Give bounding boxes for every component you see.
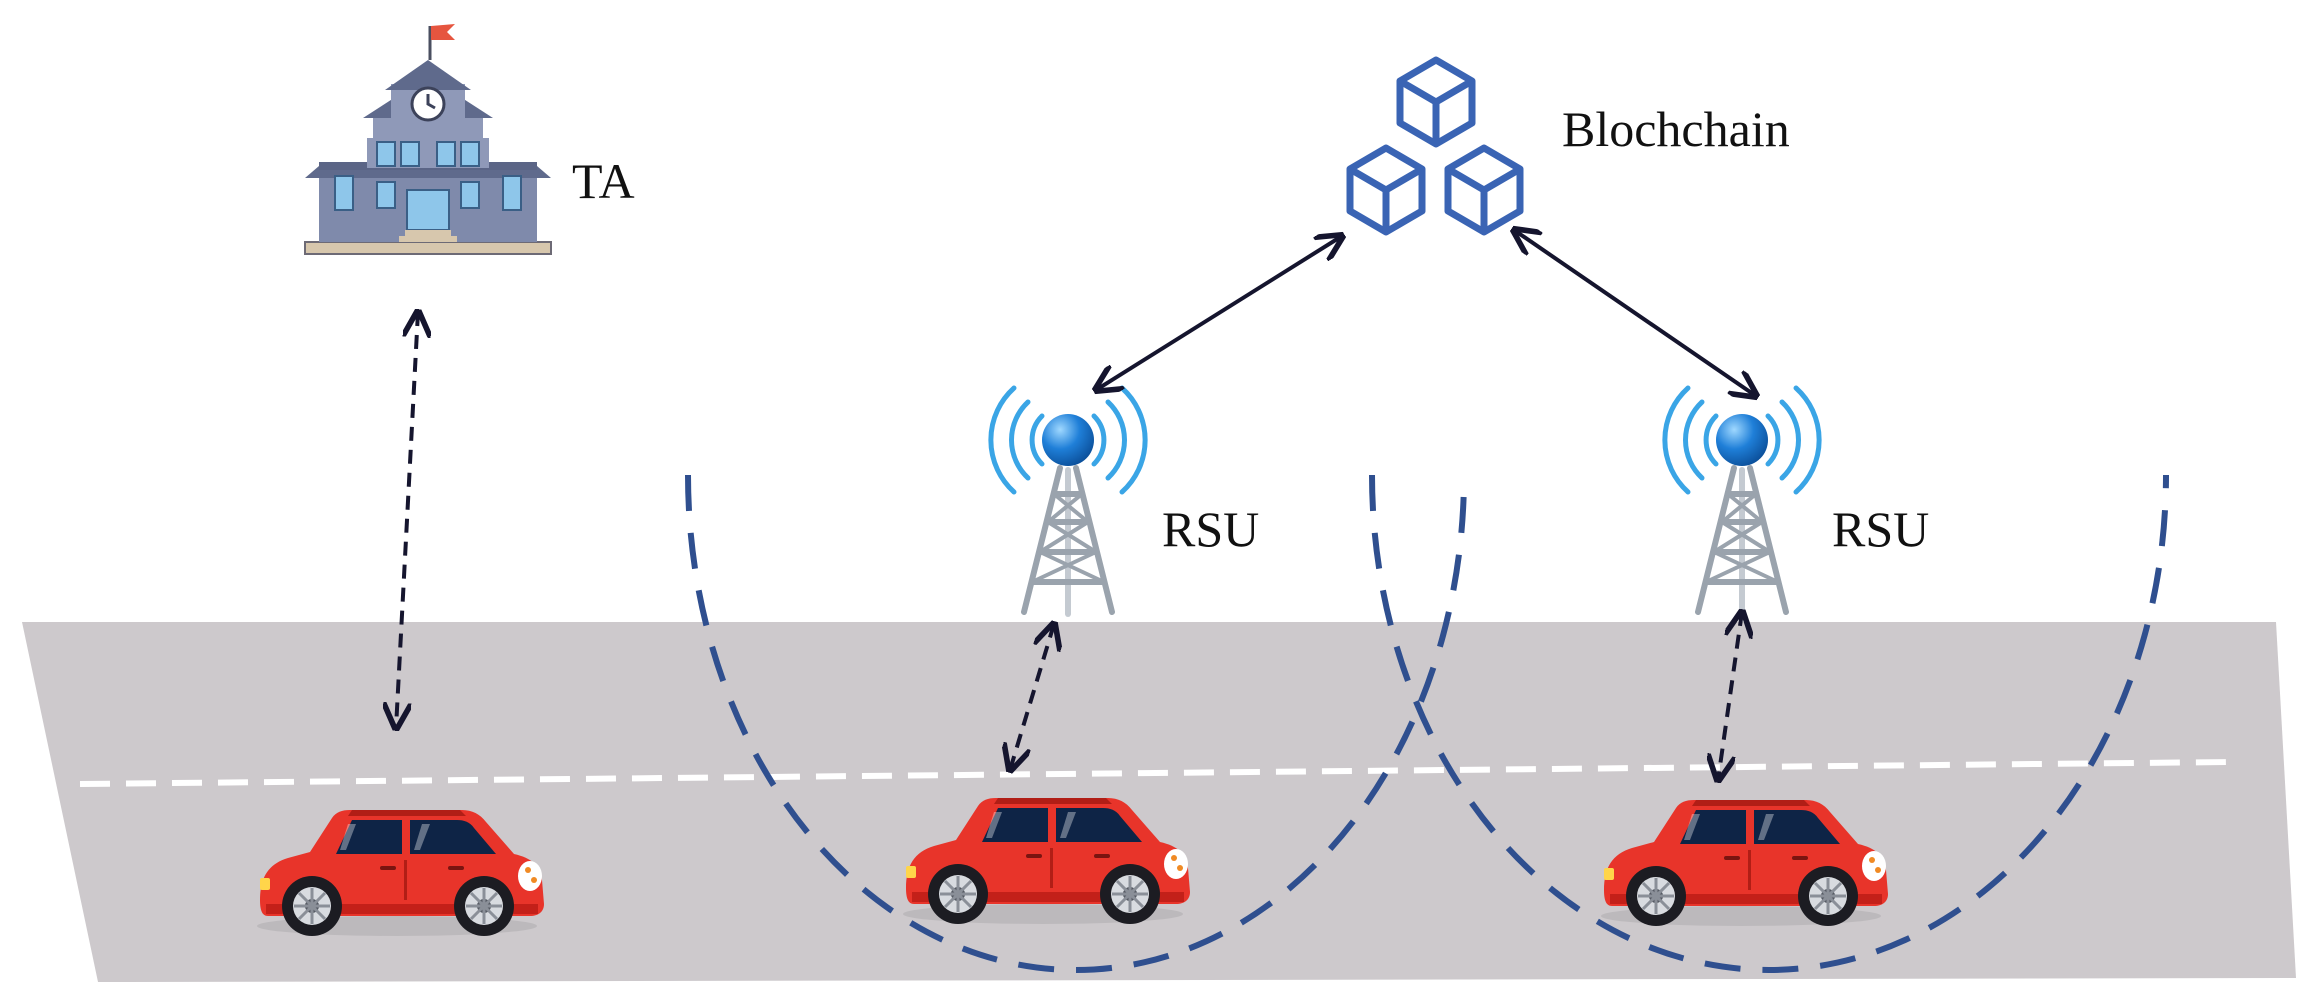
blockchain-rsu-link-left	[1096, 236, 1342, 390]
blockchain-rsu-link-right	[1514, 230, 1756, 396]
rsu-label-left: RSU	[1162, 501, 1259, 557]
coverage-boundary-left	[685, 474, 1467, 974]
antenna-tower-icon	[1665, 388, 1819, 614]
coverage-boundary-right	[1369, 474, 2169, 974]
antenna-tower-icon	[991, 388, 1145, 614]
ta-vehicle-link	[396, 312, 418, 728]
rsu-label-right: RSU	[1832, 501, 1929, 557]
rsu-vehicle-link-right	[1718, 612, 1742, 780]
cubes-icon	[1350, 60, 1520, 232]
lane-marking	[79, 759, 2233, 787]
ta-label: TA	[572, 153, 635, 209]
building-icon	[304, 24, 552, 255]
rsu-vehicle-link-left	[1010, 624, 1054, 770]
blockchain-label: Blochchain	[1562, 101, 1790, 157]
